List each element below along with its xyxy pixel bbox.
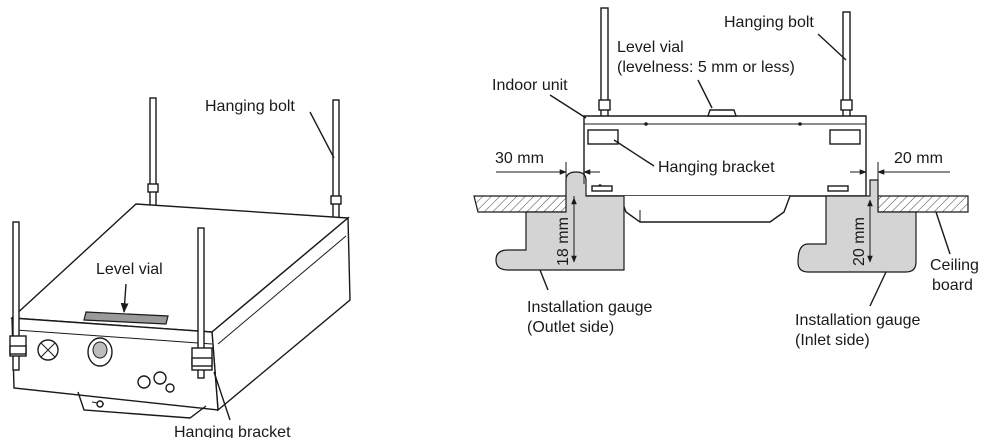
gauge-outlet-side	[495, 171, 625, 271]
hanging-bolt-back-right	[330, 99, 342, 219]
ceiling-board-label-2: board	[932, 277, 973, 294]
gauge-outlet-label-1: Installation gauge	[527, 299, 653, 316]
right-level-vial-label-1: Level vial	[617, 39, 684, 56]
level-vial	[83, 311, 169, 325]
ceiling-board-label-1: Ceiling	[930, 257, 979, 274]
right-hanging-bracket-label: Hanging bracket	[658, 159, 775, 176]
right-level-vial-label-2: (levelness: 5 mm or less)	[617, 59, 795, 76]
gauge-inlet-label-2: (Inlet side)	[795, 332, 870, 349]
hanging-bolt-back-left	[147, 97, 159, 219]
left-level-vial-label: Level vial	[96, 261, 163, 278]
left-hanging-bolt-label: Hanging bolt	[205, 98, 295, 115]
left-unit-figure	[9, 97, 351, 421]
dim-20mm-label: 20 mm	[894, 150, 943, 167]
hanging-bolt-front-right	[191, 227, 213, 379]
gauge-outlet-label-2: (Outlet side)	[527, 319, 614, 336]
gauge-20mm-label: 20 mm	[851, 217, 868, 266]
ceiling-board-right	[877, 195, 969, 213]
indoor-unit-body	[583, 115, 867, 197]
gauge-inlet-label-1: Installation gauge	[795, 312, 921, 329]
right-hanging-bolt-label: Hanging bolt	[724, 14, 814, 31]
indoor-unit-label: Indoor unit	[492, 77, 568, 94]
hanging-bolt-front-left	[9, 221, 27, 371]
gauge-inlet-side	[797, 179, 917, 273]
dim-30mm-label: 30 mm	[495, 150, 544, 167]
right-unit-figure	[473, 7, 969, 307]
gauge-18mm-label: 18 mm	[555, 217, 572, 266]
right-level-vial	[707, 109, 737, 117]
ceiling-board-left	[473, 195, 571, 213]
left-hanging-bracket-label: Hanging bracket	[174, 424, 291, 438]
